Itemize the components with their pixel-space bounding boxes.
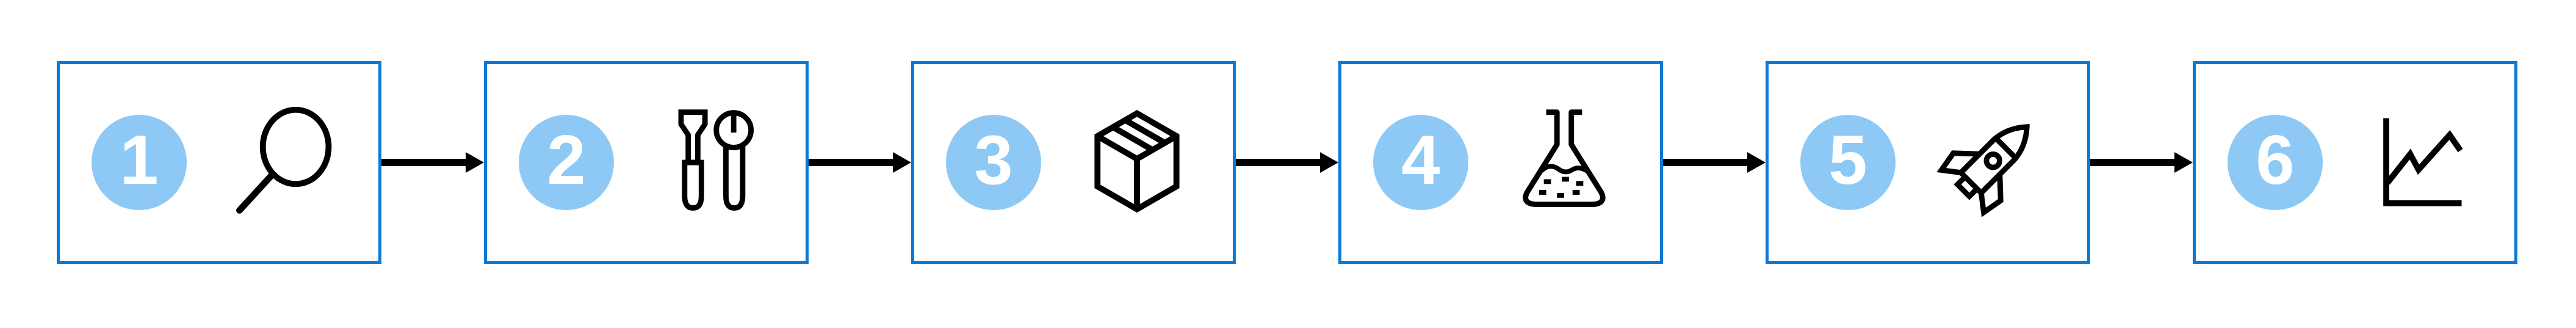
flow-row: 1 2	[57, 61, 2517, 264]
package-icon	[1094, 109, 1180, 213]
flask-icon	[1523, 109, 1606, 208]
arrow-line	[381, 159, 466, 166]
arrow-head-icon	[893, 152, 911, 173]
step-box-2: 2	[484, 61, 809, 264]
flow-arrow	[381, 61, 484, 264]
step-box-3: 3	[911, 61, 1236, 264]
arrow-line	[809, 159, 893, 166]
step-number-badge: 5	[1800, 115, 1896, 210]
search-icon	[236, 106, 332, 214]
flow-arrow	[809, 61, 911, 264]
arrow-head-icon	[1320, 152, 1338, 173]
step-number-badge: 3	[946, 115, 1041, 210]
step-number-badge: 2	[519, 115, 614, 210]
arrow-head-icon	[1747, 152, 1766, 173]
step-box-6: 6	[2193, 61, 2517, 264]
flow-arrow	[1236, 61, 1338, 264]
arrow-head-icon	[466, 152, 484, 173]
rocket-icon	[1936, 124, 2030, 217]
arrow-line	[2090, 159, 2175, 166]
flow-arrow	[2090, 61, 2193, 264]
step-number-badge: 4	[1373, 115, 1468, 210]
step-box-1: 1	[57, 61, 381, 264]
arrow-head-icon	[2174, 152, 2193, 173]
step-box-5: 5	[1766, 61, 2090, 264]
arrow-line	[1236, 159, 1321, 166]
step-number-badge: 6	[2228, 115, 2323, 210]
step-number-badge: 1	[92, 115, 187, 210]
line-chart-icon	[2383, 118, 2463, 206]
step-box-4: 4	[1338, 61, 1663, 264]
flow-arrow	[1663, 61, 1766, 264]
tools-icon	[678, 109, 754, 211]
arrow-line	[1663, 159, 1748, 166]
